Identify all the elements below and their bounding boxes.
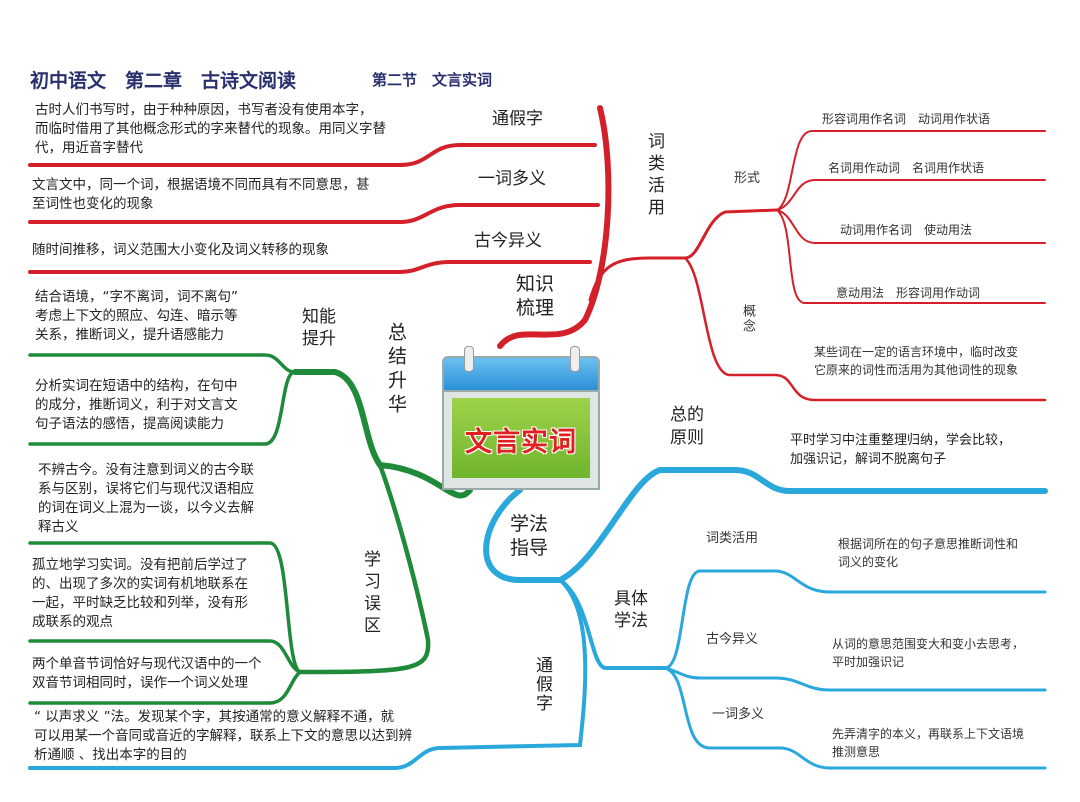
desc-line: 加强识记，解词不脱离句子 (790, 452, 947, 467)
node-label-specific-word-class: 词类活用 (706, 531, 759, 546)
node-label-specific-yici: 一词多义 (712, 707, 765, 722)
mistake-item: 孤立地学习实词。没有把前后学过了 的、出现了多次的实词有机地联系在 一起，平时缺… (32, 556, 248, 632)
desc-line: 先弄清字的本义，再联系上下文语境 (832, 727, 1025, 741)
red-trunk (497, 105, 612, 349)
line-word-class (588, 208, 779, 302)
desc-line: 结合语境，“字不离词，词不离句” (35, 289, 238, 305)
desc-line: 成联系的观点 (32, 614, 113, 630)
desc-line: 关系，推断词义，提升语感能力 (35, 327, 224, 343)
desc-line: 释古义 (38, 519, 79, 535)
node-label-word-class: 词类活用 (644, 132, 664, 220)
desc-line: 分析实词在短语中的结构，在句中 (35, 378, 238, 394)
calendar-ring (464, 346, 474, 372)
node-desc-principle: 平时学习中注重整理归纳，学会比较， 加强识记，解词不脱离句子 (790, 431, 1011, 469)
desc-line: 而临时借用了其他概念形式的字来替代的现象。用同义字替 (35, 121, 386, 137)
node-label-form: 形式 (734, 171, 761, 186)
branch-label-method: 学法指导 (510, 513, 549, 559)
node-label-loan: 通假字 (532, 656, 552, 713)
blue-branches (28, 467, 1048, 770)
ability-item: 结合语境，“字不离词，词不离句” 考虑上下文的照应、勾连、暗示等 关系，推断词义… (35, 288, 238, 345)
desc-line: 的词在词义上混为一谈，以今义去解 (38, 500, 254, 516)
form-item: 名词用作动词 名词用作状语 (828, 161, 985, 175)
node-desc-concept: 某些词在一定的语言环境中，临时改变 它原来的词性而活用为其他词性的现象 (814, 343, 1018, 379)
desc-line: 根据词所在的句子意思推断词性和 (838, 537, 1019, 551)
desc-line: 一起，平时缺乏比较和列举，没有形 (32, 595, 248, 611)
desc-line: 推测意思 (832, 745, 881, 759)
desc-line: 它原来的词性而活用为其他词性的现象 (814, 363, 1019, 377)
calendar-image: 文言实词 (452, 398, 590, 478)
form-item: 动词用作名词 使动用法 (840, 223, 973, 237)
page-title: 初中语文 第二章 古诗文阅读 (30, 70, 297, 92)
central-topic-label: 文言实词 (465, 427, 577, 458)
red-branches (28, 105, 1047, 402)
desc-line: 两个单音节词恰好与现代汉语中的一个 (32, 656, 262, 672)
desc-line: 代，用近音字替代 (35, 140, 143, 156)
node-label-specific: 具体学法 (614, 589, 648, 631)
mistake-item: 不辨古今。没有注意到词义的古今联 系与区别，误将它们与现代汉语相应 的词在词义上… (38, 461, 254, 537)
desc-line: 词义的变化 (838, 555, 899, 569)
central-topic-calendar: 文言实词 (442, 346, 600, 490)
desc-line: 至词性也变化的现象 (32, 196, 154, 212)
desc-line: 某些词在一定的语言环境中，临时改变 (814, 345, 1019, 359)
node-desc-tongjia: 古时人们书写时，由于种种原因，书写者没有使用本字， 而临时借用了其他概念形式的字… (35, 101, 386, 158)
desc-line: 古时人们书写时，由于种种原因，书写者没有使用本字， (35, 102, 373, 118)
desc-line: 句子语法的感悟，提高阅读能力 (35, 416, 224, 432)
green-branches (28, 353, 473, 705)
desc-line: 可以用某一个音同或音近的字解释，联系上下文的意思以达到辨 (34, 728, 412, 744)
calendar-body: 文言实词 (442, 390, 600, 490)
desc-line: 考虑上下文的照应、勾连、暗示等 (35, 308, 238, 324)
line-concept (683, 256, 1047, 402)
desc-line: 双音节词相同时，误作一个词义处理 (32, 675, 248, 691)
ability-item: 分析实词在短语中的结构，在句中 的成分，推断词义，利于对文言文 句子语法的感悟，… (35, 377, 238, 434)
node-desc-specific-word-class: 根据词所在的句子意思推断词性和 词义的变化 (838, 535, 1018, 571)
desc-line: 系与区别，误将它们与现代汉语相应 (38, 481, 254, 497)
node-label-mistakes: 学习误区 (360, 550, 380, 638)
desc-line: 析通顺 、找出本字的目的 (34, 747, 187, 763)
node-label-specific-gujin: 古今异义 (706, 632, 759, 647)
desc-line: 平时加强识记 (832, 655, 905, 669)
desc-line: “ 以声求义 ”法。发现某个字，其按通常的意义解释不通，就 (34, 709, 395, 725)
branch-label-summary: 总结升华 (385, 322, 407, 418)
desc-line: 平时学习中注重整理归纳，学会比较， (790, 433, 1012, 448)
node-label-principle: 总的原则 (670, 405, 704, 448)
desc-line: 不辨古今。没有注意到词义的古今联 (38, 462, 254, 478)
node-label-tongjia: 通假字 (492, 109, 543, 129)
node-label-gujinyiyi: 古今异义 (474, 231, 542, 251)
desc-line: 的、出现了多次的实词有机地联系在 (32, 576, 248, 592)
desc-line: 文言文中，同一个词，根据语境不同而具有不同意思，甚 (32, 177, 370, 193)
desc-line: 从词的意思范围变大和变小去思考， (832, 637, 1025, 651)
node-desc-specific-yici: 先弄清字的本义，再联系上下文语境 推测意思 (832, 725, 1024, 761)
node-desc-gujinyiyi: 随时间推移，词义范围大小变化及词义转移的现象 (32, 242, 329, 258)
node-label-yiciduoyi: 一词多义 (478, 169, 546, 189)
line-gujinyiyi (28, 260, 592, 274)
calendar-ring (570, 346, 580, 372)
blue-trunk (483, 467, 1048, 583)
node-label-concept: 概念 (740, 304, 755, 334)
desc-line: 的成分，推断词义，利于对文言文 (35, 397, 238, 413)
mistake-item: 两个单音节词恰好与现代汉语中的一个 双音节词相同时，误作一个词义处理 (32, 655, 262, 693)
node-desc-loan: “ 以声求义 ”法。发现某个字，其按通常的意义解释不通，就 可以用某一个音同或音… (34, 708, 412, 765)
page-subtitle: 第二节 文言实词 (372, 71, 493, 89)
line-tongjia (28, 143, 597, 167)
form-item: 意动用法 形容词用作动词 (836, 286, 981, 300)
branch-label-knowledge: 知识梳理 (516, 273, 555, 319)
node-label-ability: 知能提升 (302, 307, 336, 349)
line-yicimduoyi (28, 203, 600, 224)
node-desc-yiciduoyi: 文言文中，同一个词，根据语境不同而具有不同意思，甚 至词性也变化的现象 (32, 176, 370, 214)
form-item: 形容词用作名词 动词用作状语 (822, 112, 991, 126)
node-desc-specific-gujin: 从词的意思范围变大和变小去思考， 平时加强识记 (832, 635, 1024, 671)
desc-line: 孤立地学习实词。没有把前后学过了 (32, 557, 248, 573)
